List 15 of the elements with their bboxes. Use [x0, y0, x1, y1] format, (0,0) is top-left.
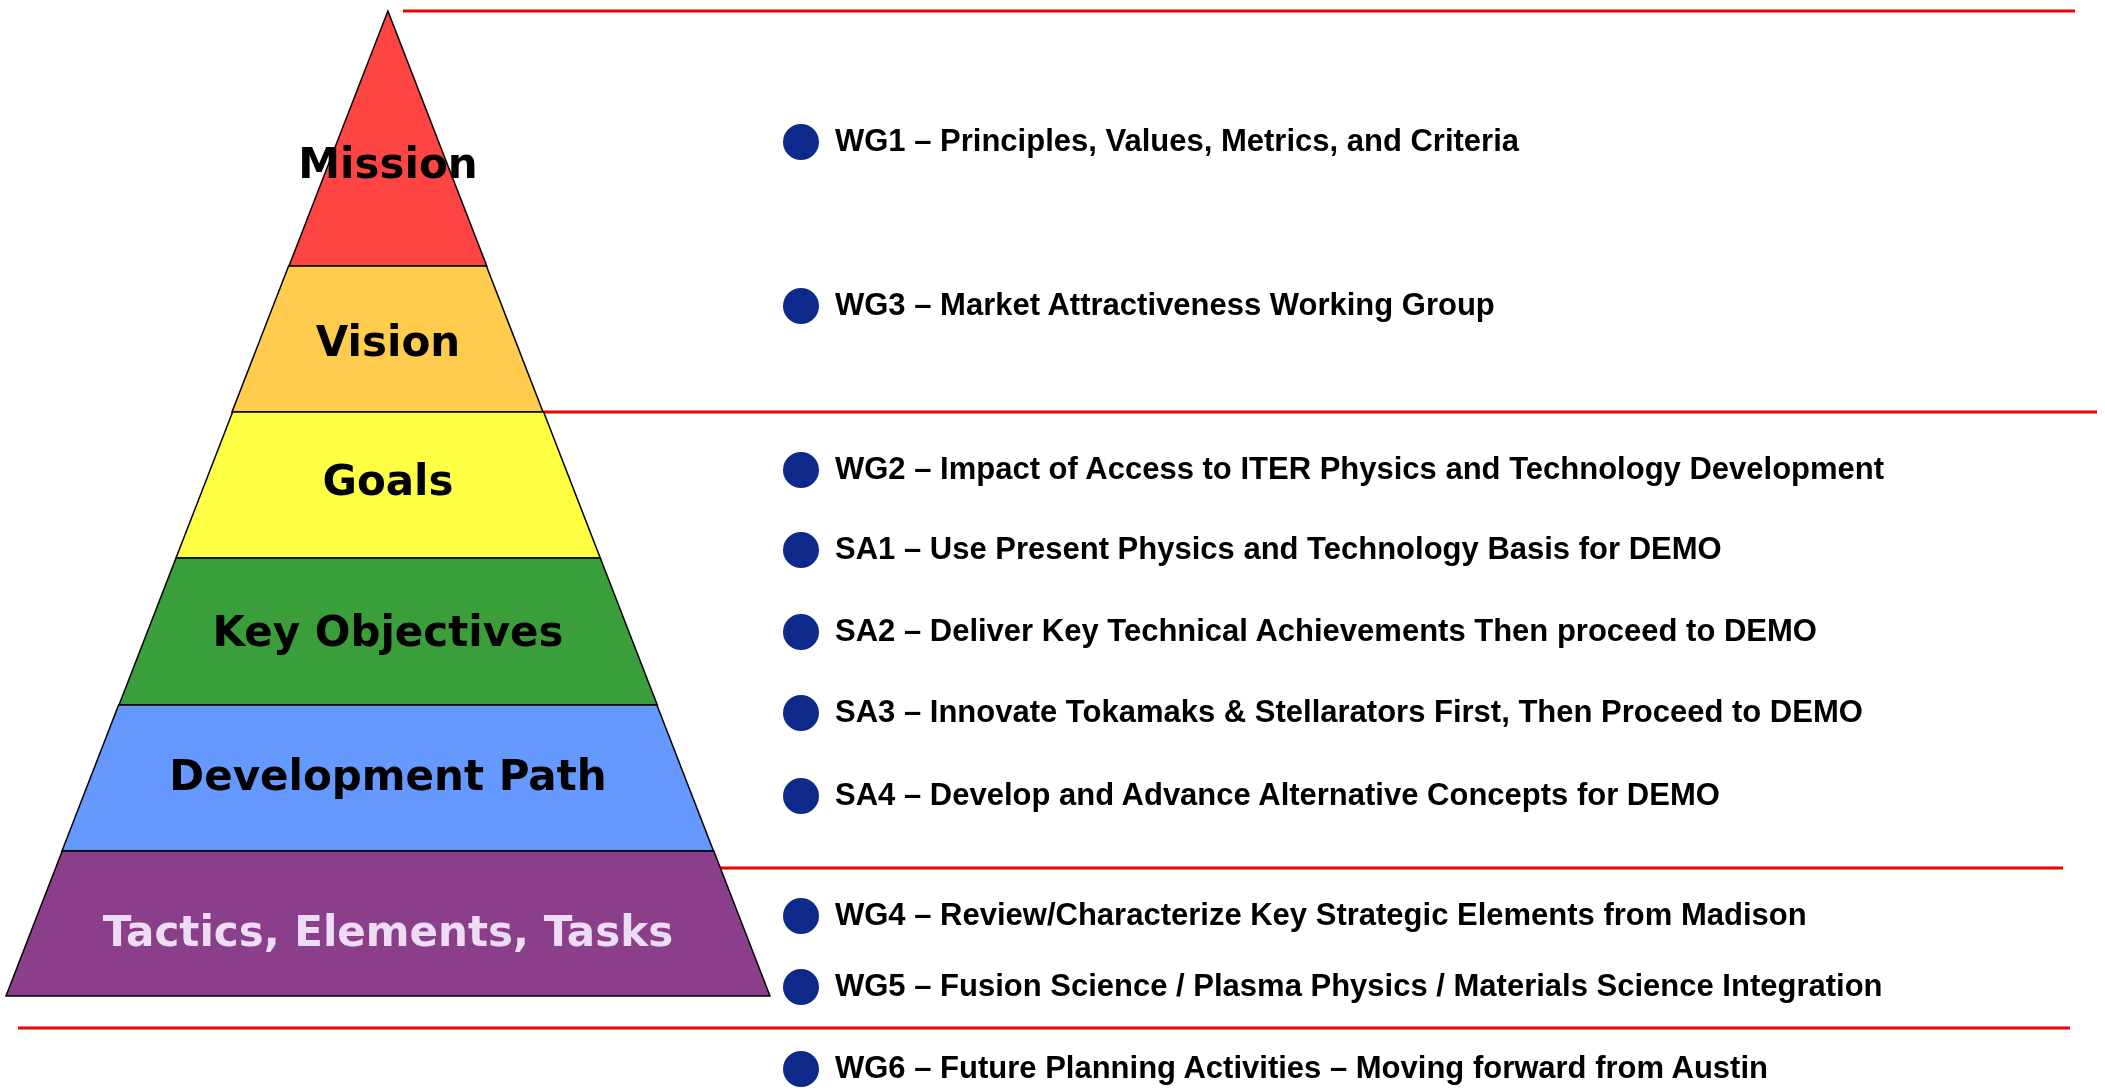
layer-label: Development Path: [169, 755, 607, 797]
list-item-text: WG1 – Principles, Values, Metrics, and Criteria: [835, 125, 1519, 156]
list-item-text: SA4 – Develop and Advance Alternative Concepts for DEMO: [835, 779, 1720, 810]
list-item-text: WG4 – Review/Characterize Key Strategic Elements from Madison: [835, 899, 1807, 930]
list-item-text: SA2 – Deliver Key Technical Achievements Then proceed to DEMO: [835, 615, 1817, 646]
list-item-text: WG2 – Impact of Access to ITER Physics and Technology Development: [835, 453, 1885, 484]
layer-label: Vision: [315, 321, 461, 363]
layer-label: Goals: [322, 460, 454, 502]
layer-label: Tactics, Elements, Tasks: [102, 911, 674, 953]
list-item-text: WG3 – Market Attractiveness Working Group: [835, 289, 1495, 320]
list-item-text: SA3 – Innovate Tokamaks & Stellarators First, Then Proceed to DEMO: [835, 696, 1863, 727]
list-item-text: WG6 – Future Planning Activities – Moving forward from Austin: [835, 1052, 1768, 1083]
layer-label: Key Objectives: [212, 611, 564, 653]
list-item-text: WG5 – Fusion Science / Plasma Physics / Materials Science Integration: [835, 970, 1883, 1001]
list-item-text: SA1 – Use Present Physics and Technology Basis for DEMO: [835, 533, 1722, 564]
